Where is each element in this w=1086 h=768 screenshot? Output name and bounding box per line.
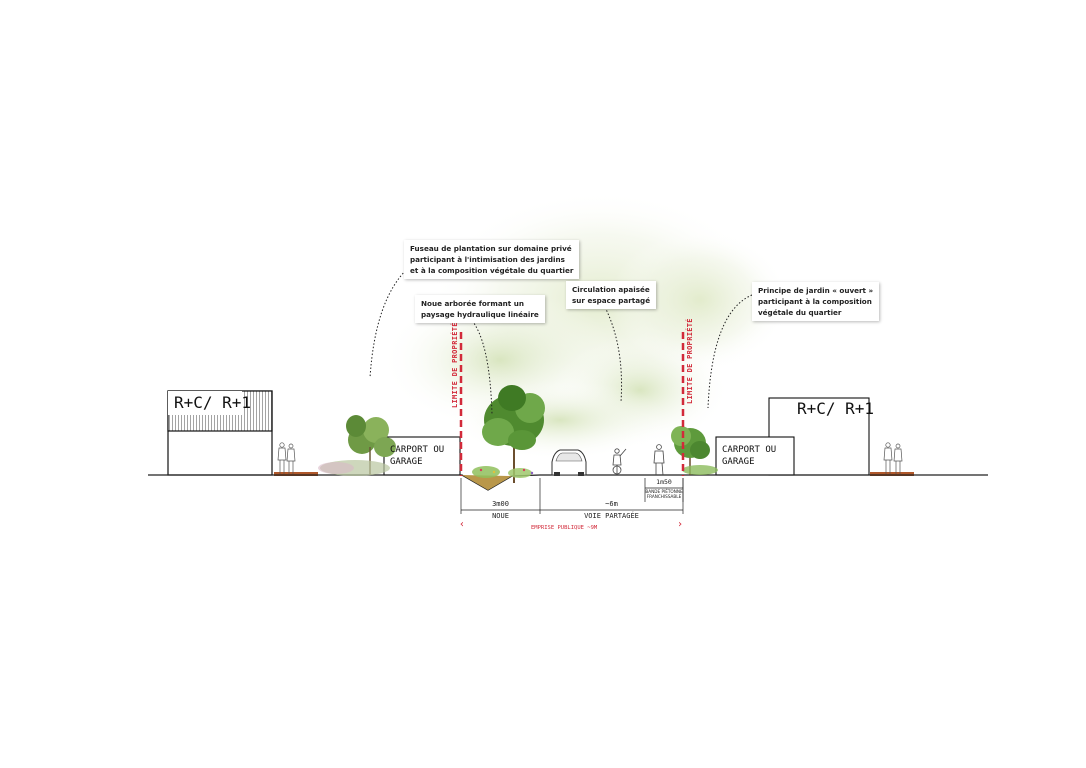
bande-width: 1m50 xyxy=(656,478,672,486)
soil-strip-right xyxy=(870,472,914,476)
callout-circulation: Circulation apaisée sur espace partagé xyxy=(566,281,657,309)
property-limit-label-right: LIMITE DE PROPRIÉTÉ xyxy=(686,318,694,404)
pedestrians-right xyxy=(883,442,903,474)
callout-plantation: Fuseau de plantation sur domaine privé p… xyxy=(404,240,580,279)
bande-label: BANDE PIÉTONNE FRANCHISSABLE xyxy=(645,489,683,499)
background-vegetation-haze xyxy=(380,190,790,460)
pedestrians-left xyxy=(277,442,296,474)
left-carport-label: CARPORT OU GARAGE xyxy=(390,445,445,467)
ground-line xyxy=(148,474,988,491)
pedestrian-bande xyxy=(653,444,665,476)
cyclist xyxy=(612,448,627,475)
car-front-view xyxy=(551,449,587,476)
callout-leaders xyxy=(369,267,753,416)
emprise-label: EMPRISE PUBLIQUE ~9M xyxy=(531,525,598,531)
emprise-chevron-left: ‹ xyxy=(459,519,466,530)
left-house xyxy=(167,390,273,476)
right-house-height-label: R+C/ R+1 xyxy=(797,399,875,418)
noue-width: 3m00 xyxy=(492,500,509,508)
voie-label: VOIE PARTAGÉE xyxy=(584,512,639,520)
callout-noue: Noue arborée formant un paysage hydrauli… xyxy=(415,295,545,323)
callout-jardin: Principe de jardin « ouvert » participan… xyxy=(752,282,880,321)
shrub-left xyxy=(318,415,396,476)
dimension-lines xyxy=(460,478,684,514)
property-limit-label-left: LIMITE DE PROPRIÉTÉ xyxy=(451,322,459,408)
voie-width: ~6m xyxy=(605,500,618,508)
soil-strip-left xyxy=(274,472,318,476)
noue-tree xyxy=(472,385,545,483)
noue-ditch xyxy=(462,475,512,490)
emprise-chevron-right: › xyxy=(677,519,684,530)
right-carport xyxy=(715,436,795,476)
right-carport-label: CARPORT OU GARAGE xyxy=(722,445,777,467)
left-house-height-label: R+C/ R+1 xyxy=(174,393,252,412)
noue-label: NOUE xyxy=(492,512,509,520)
shrub-right xyxy=(671,426,718,475)
